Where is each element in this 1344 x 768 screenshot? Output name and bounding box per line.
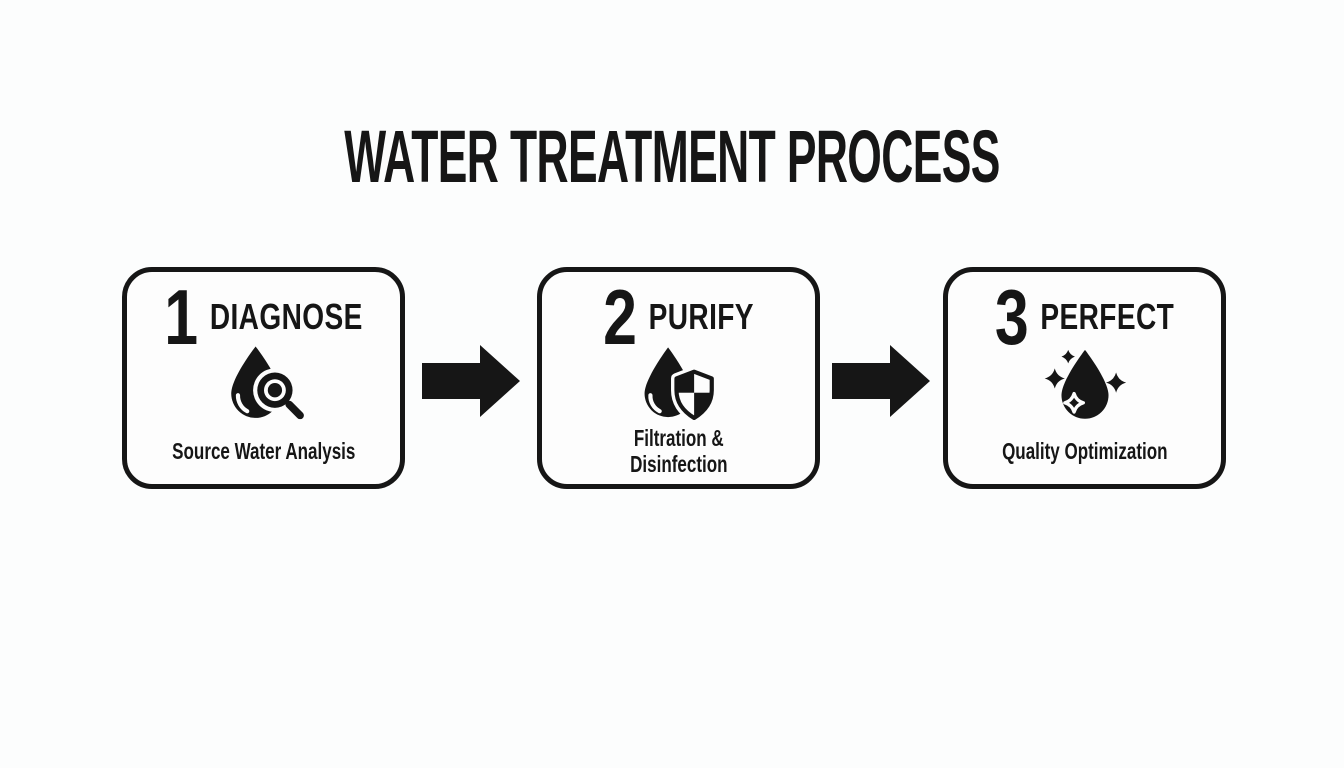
step-header: 2 PURIFY bbox=[572, 273, 785, 361]
step-label: PERFECT bbox=[1040, 296, 1175, 337]
step-label: PURIFY bbox=[648, 296, 754, 337]
step-header: 1 DIAGNOSE bbox=[157, 273, 370, 361]
step-card-perfect: 3 PERFECT Quality Optimization bbox=[943, 267, 1226, 489]
step-caption: Quality Optimization bbox=[1001, 438, 1168, 464]
step-caption: Source Water Analysis bbox=[171, 438, 356, 464]
step-caption-wrap: Source Water Analysis bbox=[127, 422, 400, 480]
step-caption: Filtration & Disinfection bbox=[629, 425, 728, 477]
step-card-diagnose: 1 DIAGNOSE Source Water Analysis bbox=[122, 267, 405, 489]
water-drop-shield-icon bbox=[542, 344, 815, 428]
step-number: 3 bbox=[994, 273, 1029, 361]
arrow-right-icon bbox=[832, 345, 930, 417]
step-number: 2 bbox=[603, 273, 637, 361]
water-drop-magnifier-icon bbox=[127, 344, 400, 428]
step-label: DIAGNOSE bbox=[209, 296, 363, 337]
step-caption-wrap: Quality Optimization bbox=[948, 422, 1221, 480]
page-title: WATER TREATMENT PROCESS bbox=[344, 115, 1000, 198]
step-caption-wrap: Filtration & Disinfection bbox=[542, 422, 815, 480]
step-number: 1 bbox=[164, 273, 199, 361]
step-card-purify: 2 PURIFY Filtration & Dis bbox=[537, 267, 820, 489]
water-drop-sparkles-icon bbox=[948, 344, 1221, 428]
arrow-right-icon bbox=[422, 345, 520, 417]
step-header: 3 PERFECT bbox=[978, 273, 1191, 361]
